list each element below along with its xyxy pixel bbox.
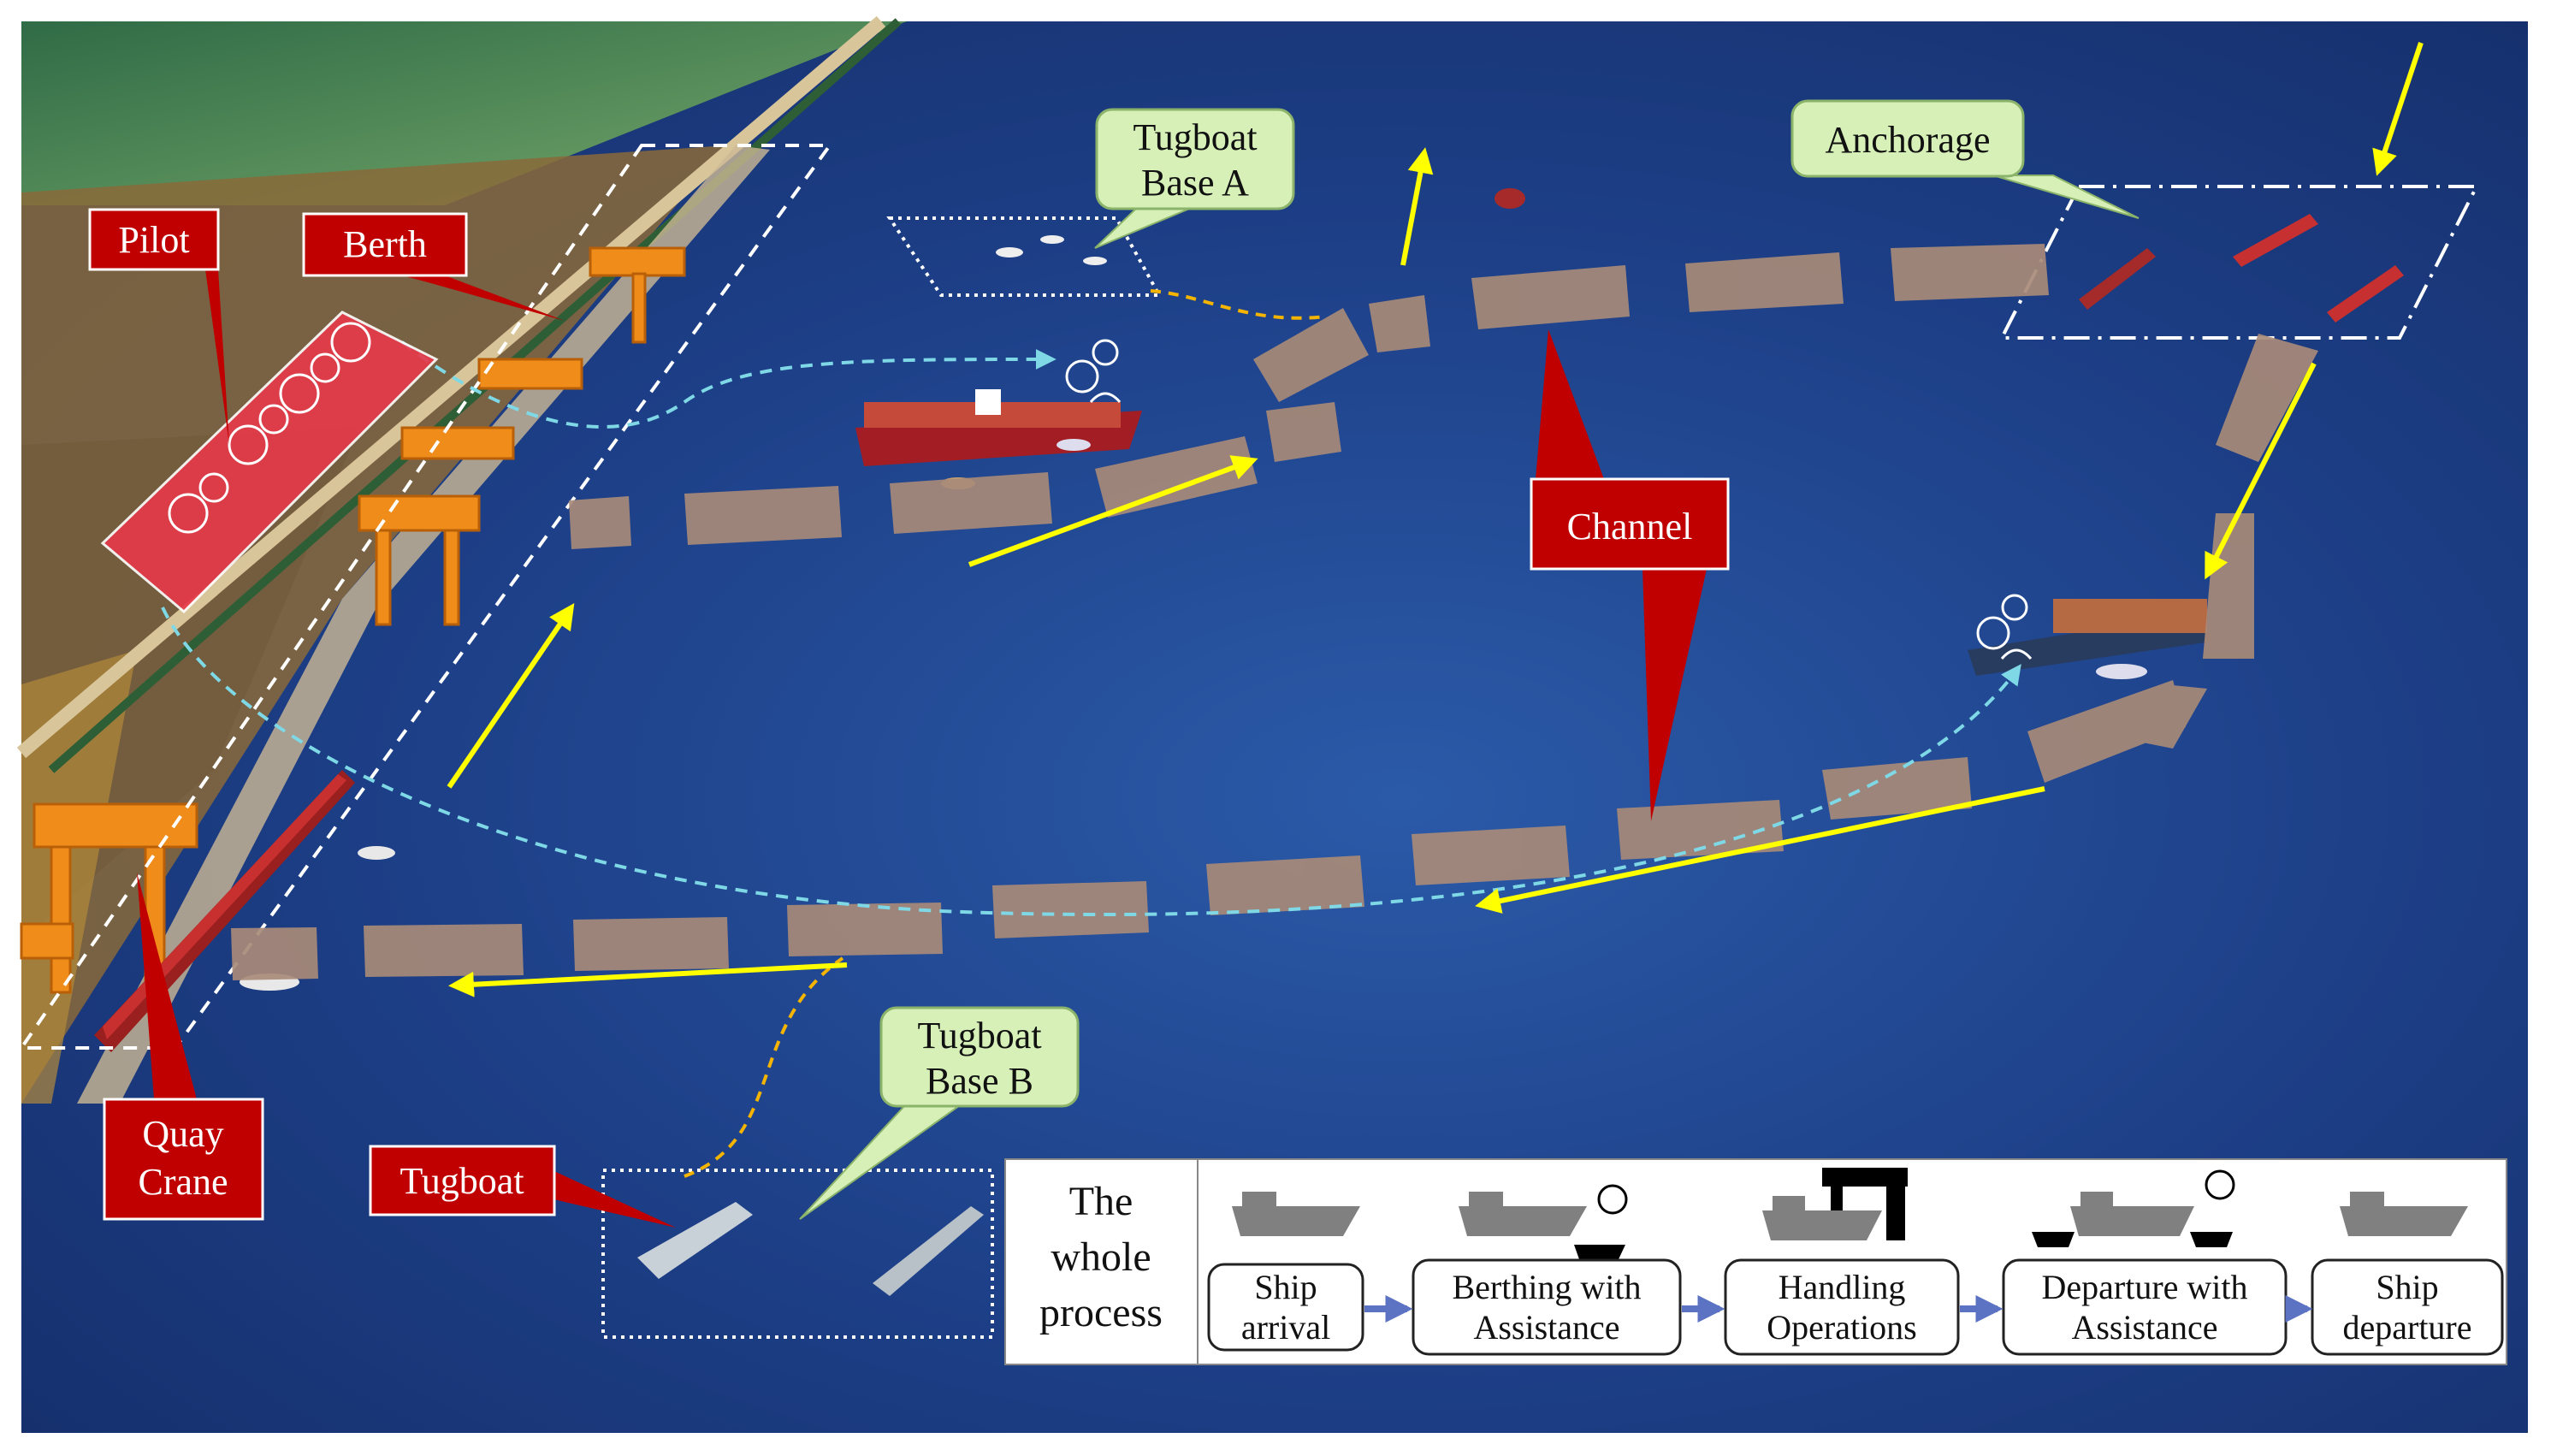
- traffic-direction-arrows: [447, 42, 2424, 997]
- step-label-1b: arrival: [1241, 1308, 1330, 1347]
- step-label-1a: Ship: [1254, 1268, 1317, 1306]
- pilot-path-outbound: [161, 607, 2021, 917]
- step-label-5b: departure: [2342, 1308, 2471, 1347]
- tugboat-base-b-label-line2: Base B: [926, 1060, 1033, 1102]
- step-box-ship-arrival: [1207, 1263, 1364, 1352]
- container-ship-inbound: [855, 389, 1142, 466]
- pilot-path-inbound: [400, 340, 1057, 429]
- process-title-line2: whole: [1051, 1234, 1151, 1280]
- pilot-label: Pilot: [118, 219, 189, 261]
- berth-label: Berth: [343, 223, 427, 265]
- channel-label: Channel: [1567, 506, 1693, 547]
- step-label-3a: Handling: [1779, 1268, 1906, 1306]
- quay-crane-cluster: [20, 246, 686, 994]
- pilot-callout: Pilot: [88, 208, 229, 445]
- step-label-4b: Assistance: [2071, 1308, 2217, 1347]
- step-box-berthing: [1412, 1258, 1682, 1356]
- step-label-2a: Berthing with: [1452, 1268, 1641, 1306]
- channel-callout: Channel: [1530, 329, 1730, 821]
- ship-under-crane-icon: [1762, 1168, 1908, 1240]
- tugboat-base-b-callout: Tugboat Base B: [799, 1006, 1080, 1220]
- quay-crane-label-line1: Quay: [142, 1113, 223, 1155]
- process-title-line1: The: [1069, 1179, 1133, 1224]
- step-label-5a: Ship: [2376, 1268, 2438, 1306]
- step-box-handling: [1724, 1258, 1960, 1356]
- tugboat-callout: Tugboat: [369, 1145, 676, 1228]
- channel-path: [231, 244, 2318, 980]
- tug-path-b: [684, 956, 844, 1178]
- process-panel: The whole process: [1004, 1158, 2507, 1365]
- process-title-line3: process: [1039, 1290, 1163, 1335]
- step-label-4a: Departure with: [2041, 1268, 2247, 1306]
- tugboat-base-b-label-line1: Tugboat: [917, 1015, 1041, 1056]
- anchorage-label: Anchorage: [1825, 119, 1990, 161]
- quay-crane-label-line2: Crane: [138, 1161, 228, 1203]
- ship-icon: [2340, 1192, 2468, 1236]
- ship-icon: [1232, 1192, 1360, 1236]
- anchored-ships: [2079, 214, 2404, 323]
- berth-callout: Berth: [302, 212, 565, 321]
- tug-path-a: [1150, 289, 1327, 320]
- tugboat-b2: [873, 1206, 984, 1296]
- tugboat-base-a-callout: Tugboat Base A: [1094, 108, 1295, 249]
- ship-with-tugs-and-pilot-icon: [2032, 1169, 2235, 1247]
- step-label-3b: Operations: [1767, 1308, 1917, 1347]
- ship-with-tug-and-pilot-icon: [1459, 1184, 1628, 1259]
- pilot-station: [100, 311, 439, 614]
- tugboat-label: Tugboat: [400, 1160, 524, 1202]
- step-label-2b: Assistance: [1473, 1308, 1619, 1347]
- tugboat-base-a-label-line2: Base A: [1141, 162, 1249, 204]
- container-ship-outbound: [1968, 599, 2211, 676]
- pilot-icon-outbound: [1976, 594, 2033, 660]
- tugboat-b1: [637, 1202, 753, 1279]
- pilot-icon-inbound: [1065, 339, 1122, 404]
- quay-crane-callout: Quay Crane: [103, 873, 264, 1221]
- anchorage-callout: Anchorage: [1790, 99, 2140, 219]
- tugboat-base-a-label-line1: Tugboat: [1133, 116, 1257, 158]
- tugboat-base-b-area: [601, 1169, 994, 1339]
